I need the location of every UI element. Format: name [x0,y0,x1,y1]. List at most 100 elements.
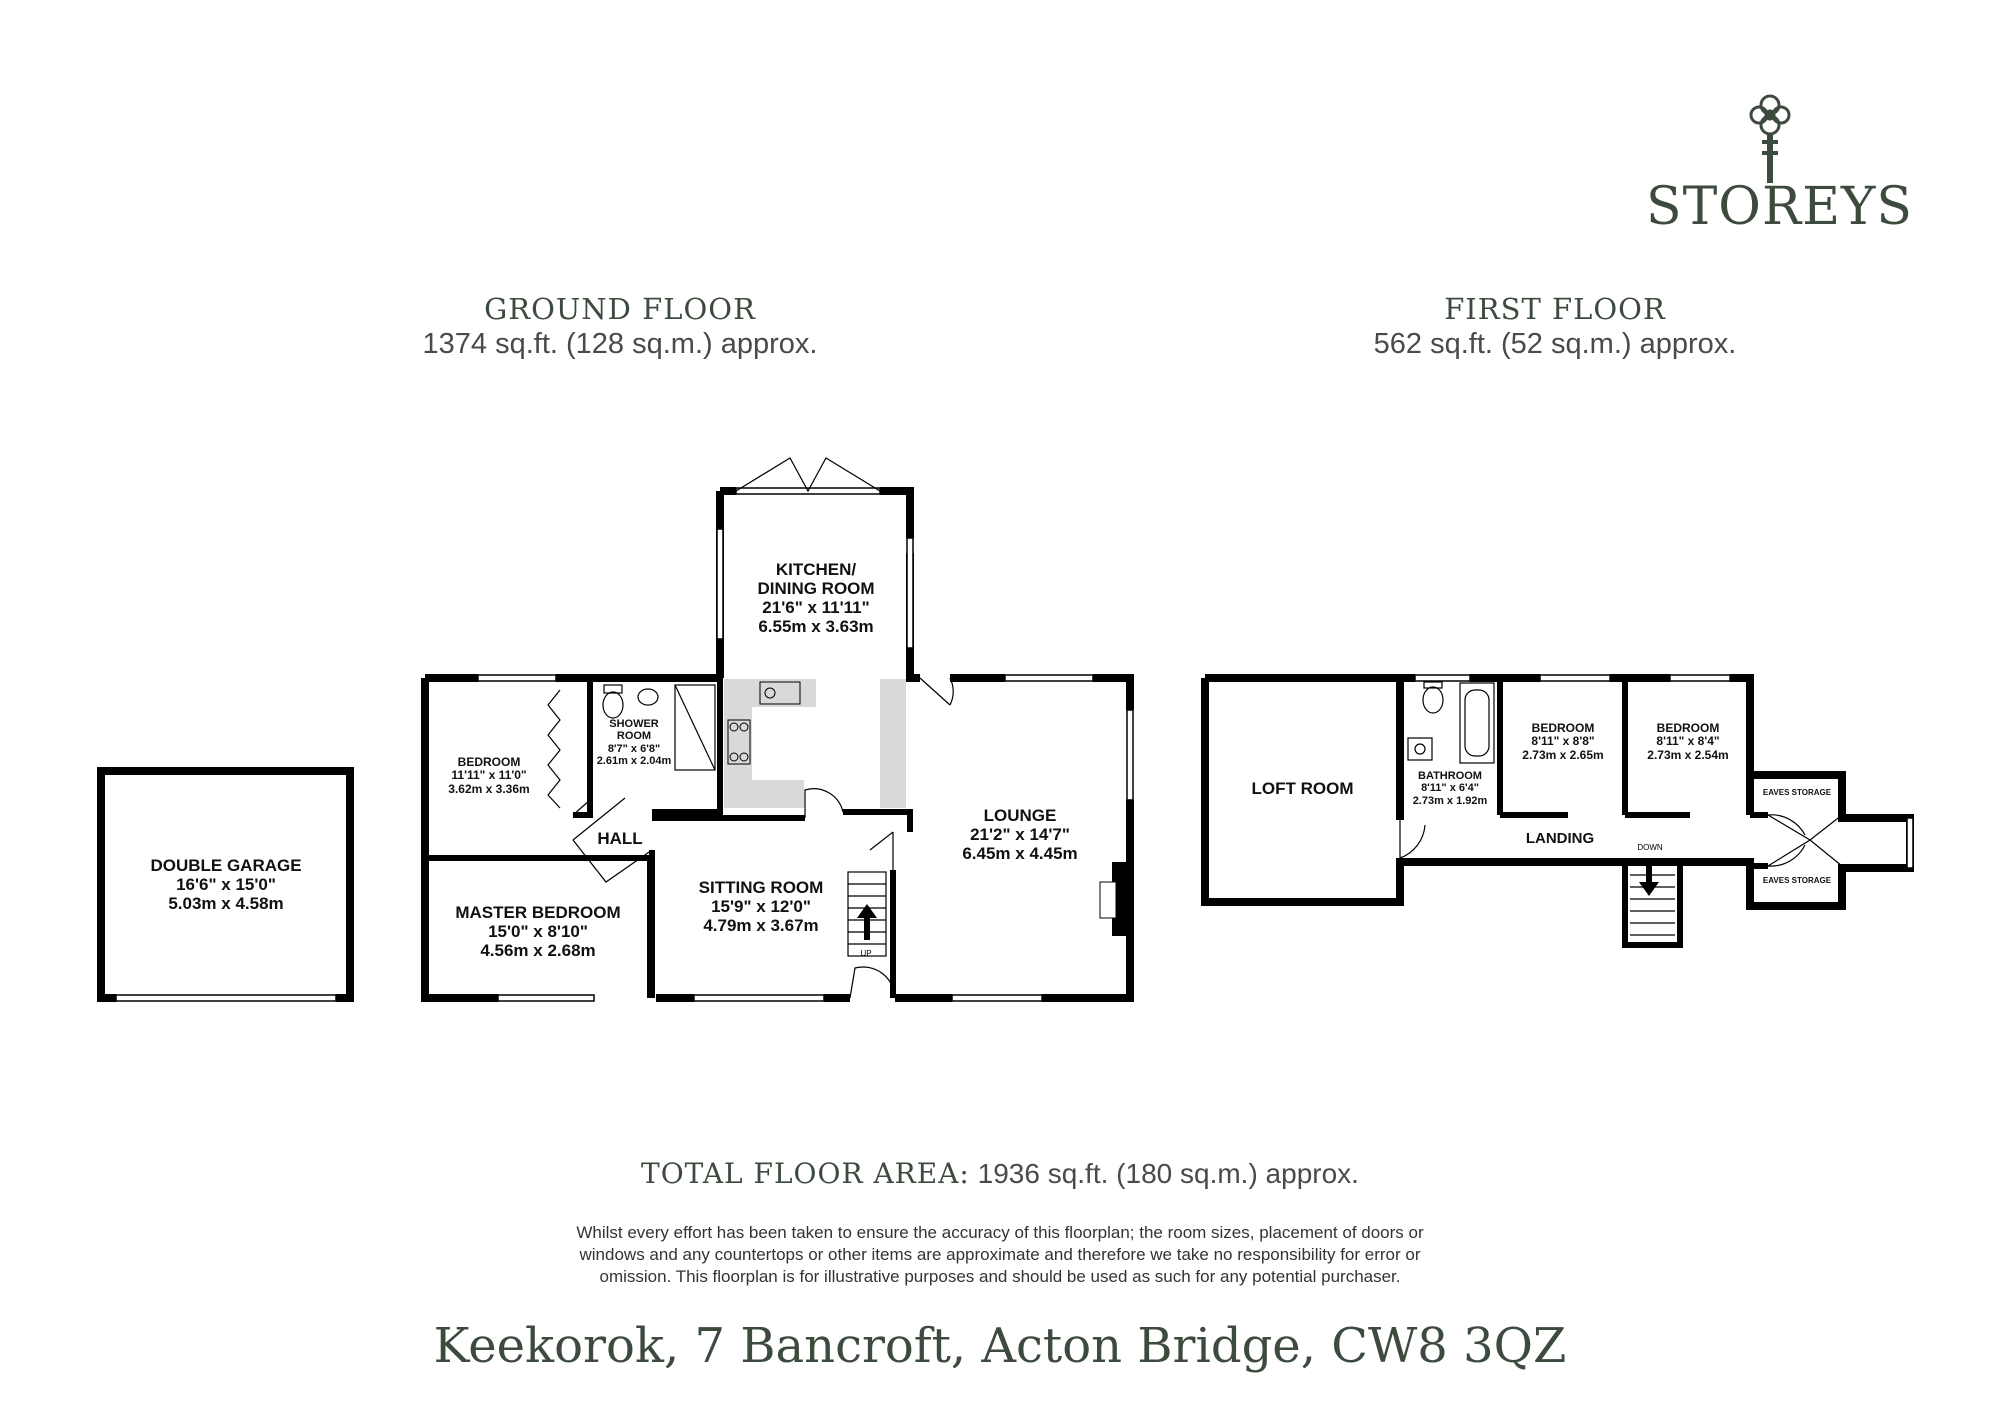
room-name: BATHROOM [1418,770,1482,782]
room-loft: LOFT ROOM [1215,779,1390,798]
room-hall: HALL [590,829,650,848]
room-metric: 2.73m x 2.54m [1647,747,1729,762]
room-name: EAVES STORAGE [1762,788,1832,797]
kitchen-door-swing [804,788,844,818]
room-imperial: 15'9" x 12'0" [711,897,811,917]
hall-door-b [572,839,653,883]
lounge-north-window [1004,674,1094,682]
room-imperial: 15'0" x 8'10" [488,922,588,942]
room-name: BEDROOM [457,755,521,769]
room-name-line2: ROOM [616,730,652,743]
kitchen-north-wall-right [880,487,914,538]
brand-name: STOREYS [1646,177,1913,237]
wardrobe-icon [547,689,561,809]
disclaimer-line-2: windows and any countertops or other ite… [579,1245,1421,1264]
eaves-door-arcs [1767,814,1806,867]
stairs-up-arrow-icon [857,904,877,940]
room-name: LOFT ROOM [1251,779,1354,798]
room-imperial: 16'6" x 15'0" [176,875,276,895]
room-double-garage: DOUBLE GARAGE 16'6" x 15'0" 5.03m x 4.58… [110,856,342,913]
sink-icon [759,681,801,705]
bathroom-north-window [1414,674,1471,682]
room-bathroom-first: BATHROOM 8'11" x 6'4" 2.73m x 1.92m [1402,770,1498,807]
room-name: HALL [597,829,643,848]
room-eaves-storage-2: EAVES STORAGE [1752,876,1842,886]
room-metric: 2.73m x 1.92m [1412,794,1488,807]
room-metric: 2.61m x 2.04m [596,754,672,767]
kitchen-counter-top [724,679,816,707]
ground-floor-area: 1374 sq.ft. (128 sq.m.) approx. [422,328,818,360]
room-name: EAVES STORAGE [1762,876,1832,885]
key-emblem-icon [1749,94,1791,183]
landing-door-swing [1399,820,1426,859]
fireplace-icon [1099,862,1126,936]
sitting-south-door [849,966,896,999]
room-imperial: 8'11" x 8'8" [1531,734,1595,749]
room-metric: 2.73m x 2.65m [1522,747,1604,762]
shower-kitchen-wall [652,678,723,815]
room-shower: SHOWER ROOM 8'7" x 6'8" 2.61m x 2.04m [594,718,674,767]
first-floor-heading: FIRST FLOOR 562 sq.ft. (52 sq.m.) approx… [1325,292,1785,361]
room-name: MASTER BEDROOM [455,903,621,922]
ground-stairs [847,871,887,957]
lounge-east-window [1126,709,1134,801]
bath-icon [1459,682,1495,764]
garage-walls [97,767,354,1002]
garage-door [115,994,337,1002]
ground-floor-west-wall [421,678,498,1002]
room-bedroom-first-1: BEDROOM 8'11" x 8'8" 2.73m x 2.65m [1504,721,1622,762]
room-name-line2: DINING ROOM [757,579,875,599]
bedroom-window [477,674,557,682]
total-label: TOTAL FLOOR AREA: [641,1157,970,1190]
room-landing: LANDING [1500,830,1620,848]
kitchen-south-wall [843,809,913,832]
room-kitchen-dining: KITCHEN/ DINING ROOM 21'6" x 11'11" 6.55… [730,560,902,636]
toilet-icon [602,691,624,719]
ground-floor-title: GROUND FLOOR [484,292,756,326]
room-imperial: 11'11" x 11'0" [451,768,527,783]
stair-down-label: DOWN [1637,843,1663,852]
shower-tray-icon [674,684,716,771]
disclaimer: Whilst every effort has been taken to en… [420,1222,1580,1288]
room-metric: 4.79m x 3.67m [703,916,819,936]
room-name: SITTING ROOM [698,878,824,897]
disclaimer-line-3: omission. This floorplan is for illustra… [599,1267,1401,1286]
room-name-line1: SHOWER [609,718,659,730]
kitchen-bifold [735,457,881,493]
room-name: LOUNGE [983,806,1057,825]
vanity-basin-icon [1407,737,1433,761]
loft-walls [1201,678,1914,910]
room-metric: 6.55m x 3.63m [758,617,874,637]
master-south-window [497,994,595,1002]
room-name-line1: KITCHEN/ [775,560,857,579]
room-imperial: 8'7" x 6'8" [607,742,661,755]
room-eaves-storage-1: EAVES STORAGE [1752,788,1842,798]
bedroom2-north-window [1669,674,1731,682]
sitting-lounge-door [869,831,894,870]
first-floor-title: FIRST FLOOR [1444,292,1666,326]
lounge-south-window [951,994,1043,1002]
room-bedroom-ground: BEDROOM 11'11" x 11'0" 3.62m x 3.36m [430,755,548,796]
total-floor-area: TOTAL FLOOR AREA: 1936 sq.ft. (180 sq.m.… [500,1157,1500,1190]
stairs-down-arrow-icon [1639,862,1659,896]
storeys-logo: STOREYS [1640,85,1912,245]
stair-up-label: UP [860,949,871,958]
room-imperial: 21'2" x 14'7" [970,825,1070,845]
disclaimer-line-1: Whilst every effort has been taken to en… [576,1223,1424,1242]
eaves-doors [1767,814,1843,867]
kitchen-east-window [906,537,914,649]
bedroom1-north-window [1539,674,1611,682]
room-imperial: 8'11" x 8'4" [1656,734,1720,749]
lounge-north-wall-right [1093,674,1134,710]
hob-icon [727,719,751,765]
room-bedroom-first-2: BEDROOM 8'11" x 8'4" 2.73m x 2.54m [1629,721,1747,762]
room-name: BEDROOM [1656,721,1720,735]
first-floor-north-wall [1205,674,1404,820]
total-value: 1936 sq.ft. (180 sq.m.) approx. [977,1158,1359,1189]
lounge-door-swing [919,677,954,706]
lounge-east-wall [1042,800,1134,1002]
bedroom-shower-wall [573,678,593,818]
basin-icon [637,688,659,706]
room-metric: 5.03m x 4.58m [168,894,284,914]
